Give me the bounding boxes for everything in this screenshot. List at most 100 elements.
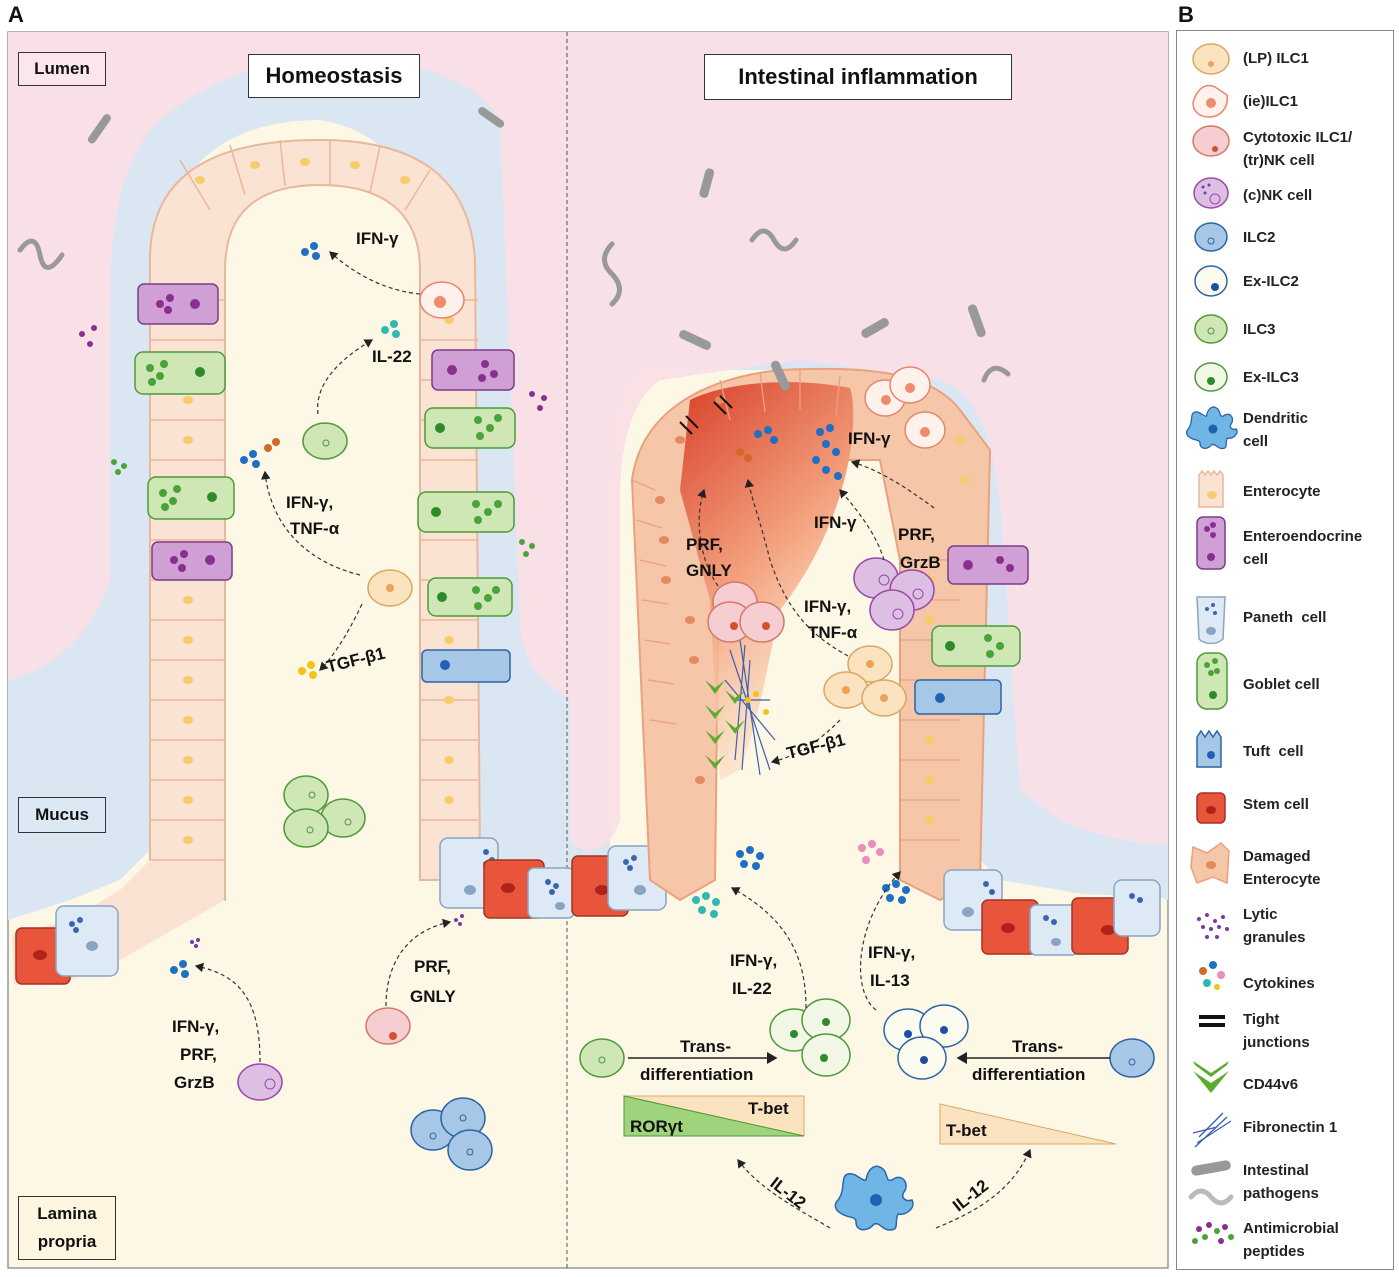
tight-junctions-icon (1199, 1015, 1225, 1027)
label-i-prf-grzb-1: PRF, (898, 525, 935, 544)
legend-text: peptides (1243, 1243, 1305, 1260)
goblet-cell-icon (1196, 652, 1228, 710)
legend-panel: (LP) ILC1 (ie)ILC1 Cytotoxic ILC1/ (tr)NK… (1176, 30, 1394, 1270)
enterocyte-icon (1198, 469, 1224, 508)
pathogens-icon (1188, 1160, 1234, 1206)
legend-item-ilc3: ILC3 (1243, 318, 1276, 341)
label-i-ifng-top: IFN-γ (848, 429, 891, 448)
lamina-propria-line2: propria (37, 1232, 97, 1251)
legend-text: Ex-ILC3 (1243, 369, 1299, 386)
legend-text: Enteroendocrine (1243, 528, 1363, 545)
paneth-cell-icon (1196, 596, 1226, 645)
label-i-trans-left-2: differentiation (640, 1065, 753, 1084)
label-h-il22: IL-22 (372, 347, 412, 366)
inflammation-title: Intestinal inflammation (704, 54, 1012, 100)
legend-text: Tuft cell (1243, 743, 1304, 760)
legend-text: CD44v6 (1243, 1076, 1299, 1093)
legend-text: cell (1243, 551, 1269, 568)
label-i-ifng-il22-1: IFN-γ, (730, 951, 777, 970)
antimicrobial-peptides-icon (1192, 1222, 1234, 1244)
tuft-cell-icon (1196, 729, 1222, 768)
legend-item-stem: Stem cell (1243, 793, 1309, 816)
legend-text: Cytotoxic ILC1/ (1243, 129, 1353, 146)
lamina-propria-line1: Lamina (37, 1204, 97, 1223)
lytic-granules-icon (1197, 913, 1229, 939)
label-i-roryt: RORγt (630, 1117, 683, 1136)
ie-ilc1-icon (1192, 84, 1229, 118)
mucus-label: Mucus (18, 797, 106, 833)
label-i-prf-grzb-2: GrzB (900, 553, 941, 572)
label-i-ifng-tnfa-1: IFN-γ, (804, 597, 851, 616)
lamina-propria-label: Lamina propria (18, 1196, 116, 1260)
legend-item-ilc2: ILC2 (1243, 226, 1276, 249)
legend-text: Antimicrobial (1243, 1220, 1339, 1237)
label-i-ifng-il13-2: IL-13 (870, 971, 910, 990)
legend-text: (LP) ILC1 (1243, 50, 1309, 67)
label-h-prf-gnly-1: PRF, (414, 957, 451, 976)
legend-item-goblet: Goblet cell (1243, 673, 1320, 696)
legend-item-ie-ilc1: (ie)ILC1 (1243, 90, 1298, 113)
legend-item-enterocyte: Enterocyte (1243, 480, 1321, 503)
cd44v6-icon (1193, 1061, 1229, 1093)
cytokines-icon (1199, 961, 1225, 990)
legend-text: Enterocyte (1243, 483, 1321, 500)
legend-item-cytotoxic-ilc1: Cytotoxic ILC1/ (tr)NK cell (1243, 126, 1352, 172)
legend-item-paneth: Paneth cell (1243, 606, 1326, 629)
damaged-enterocyte-icon (1190, 842, 1230, 885)
cytotoxic-ilc1-icon (1192, 125, 1230, 157)
ilc2-icon (1194, 222, 1228, 252)
legend-text: ILC3 (1243, 321, 1276, 338)
ex-ilc3-icon (1194, 362, 1228, 392)
label-i-prf-gnly-2: GNLY (686, 561, 732, 580)
legend-item-antimicrobial: Antimicrobial peptides (1243, 1217, 1339, 1263)
label-h-prf-gnly-2: GNLY (410, 987, 456, 1006)
lp-ilc1-icon (1192, 43, 1230, 75)
legend-icons (1185, 43, 1238, 1244)
legend-text: Dendritic (1243, 410, 1309, 427)
legend-text: Cytokines (1243, 975, 1315, 992)
legend-text: Paneth cell (1243, 609, 1327, 626)
legend-text: (ie)ILC1 (1243, 93, 1299, 110)
legend-text: junctions (1243, 1034, 1310, 1051)
legend-text: ILC2 (1243, 229, 1276, 246)
label-h-ifng-prf-grzb-2: PRF, (180, 1045, 217, 1064)
legend-text: Tight (1243, 1011, 1280, 1028)
cnk-cell-icon (1193, 177, 1229, 209)
label-i-trans-left-1: Trans- (680, 1037, 731, 1056)
label-h-ifng-tnfa-2: TNF-α (290, 519, 340, 538)
left-villus (12, 138, 667, 985)
panel-letter-b: B (1178, 2, 1194, 27)
legend-item-cd44v6: CD44v6 (1243, 1073, 1298, 1096)
label-i-ifng-il13-1: IFN-γ, (868, 943, 915, 962)
ex-ilc2-icon (1194, 265, 1228, 297)
legend-text: Fibronectin 1 (1243, 1119, 1338, 1136)
legend-item-fibronectin: Fibronectin 1 (1243, 1116, 1337, 1139)
legend-item-enteroendocrine: Enteroendocrine cell (1243, 525, 1362, 571)
lumen-label: Lumen (18, 52, 106, 86)
legend-item-ex-ilc3: Ex-ILC3 (1243, 366, 1299, 389)
label-i-tbet-left: T-bet (748, 1099, 789, 1118)
label-i-trans-right-2: differentiation (972, 1065, 1085, 1084)
dendritic-cell-icon (1185, 406, 1238, 450)
legend-item-tuft: Tuft cell (1243, 740, 1304, 763)
legend-text: cell (1243, 433, 1269, 450)
label-i-ifng-il22-2: IL-22 (732, 979, 772, 998)
ilc3-icon (1194, 314, 1228, 344)
legend-item-lp-ilc1: (LP) ILC1 (1243, 47, 1309, 70)
legend-item-cytokines: Cytokines (1243, 972, 1315, 995)
label-i-prf-gnly-1: PRF, (686, 535, 723, 554)
stem-cell-icon (1196, 792, 1226, 824)
label-i-trans-right-1: Trans- (1012, 1037, 1063, 1056)
legend-text: granules (1243, 929, 1306, 946)
legend-text: (tr)NK cell (1243, 152, 1315, 169)
label-h-ifng-prf-grzb-3: GrzB (174, 1073, 215, 1092)
label-i-ifng-tnfa-2: TNF-α (808, 623, 858, 642)
legend-text: Goblet cell (1243, 676, 1320, 693)
legend-item-dendritic: Dendritic cell (1243, 407, 1308, 453)
legend-item-ex-ilc2: Ex-ILC2 (1243, 270, 1299, 293)
enteroendocrine-icon (1196, 516, 1226, 570)
